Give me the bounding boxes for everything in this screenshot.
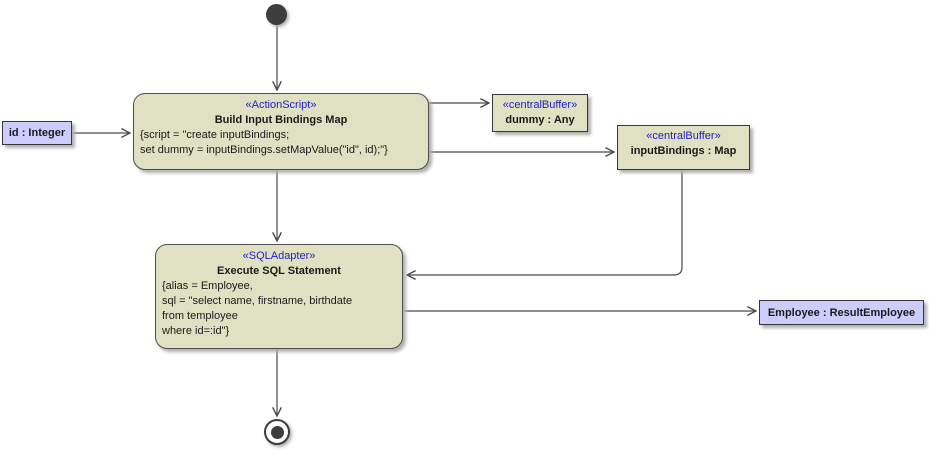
buffer-label: inputBindings : Map [630, 145, 737, 157]
action-execute-sql-statement[interactable]: «SQLAdapter» Execute SQL Statement {alia… [155, 244, 403, 349]
action-body-line: where id=:id"} [162, 325, 230, 337]
central-buffer-inputbindings[interactable]: «centralBuffer» inputBindings : Map [617, 125, 750, 170]
object-node-label: id : Integer [8, 127, 66, 139]
stereotype-label: «centralBuffer» [646, 130, 721, 142]
action-body-line: from temployee [162, 310, 238, 322]
edge-inputbindings-to-execute [407, 170, 683, 275]
action-body-line: {script = "create inputBindings; [140, 129, 290, 141]
action-title: Execute SQL Statement [217, 265, 341, 277]
initial-node[interactable] [266, 4, 287, 25]
buffer-label: dummy : Any [505, 114, 575, 126]
action-body-line: {alias = Employee, [162, 280, 253, 292]
central-buffer-dummy[interactable]: «centralBuffer» dummy : Any [492, 94, 588, 132]
final-node-dot [270, 425, 284, 439]
action-title: Build Input Bindings Map [214, 114, 348, 126]
action-build-input-bindings-map[interactable]: «ActionScript» Build Input Bindings Map … [133, 93, 429, 170]
stereotype-label: «centralBuffer» [502, 99, 578, 111]
object-node-id-integer[interactable]: id : Integer [2, 121, 72, 145]
stereotype-label: «ActionScript» [245, 99, 317, 111]
action-body-line: set dummy = inputBindings.setMapValue("i… [140, 144, 388, 156]
action-body-line: sql = "select name, firstname, birthdate [162, 295, 353, 307]
object-node-label: Employee : ResultEmployee [767, 306, 916, 319]
activity-final-node[interactable] [264, 419, 290, 445]
stereotype-label: «SQLAdapter» [242, 250, 316, 262]
object-node-employee-result[interactable]: Employee : ResultEmployee [759, 300, 924, 325]
